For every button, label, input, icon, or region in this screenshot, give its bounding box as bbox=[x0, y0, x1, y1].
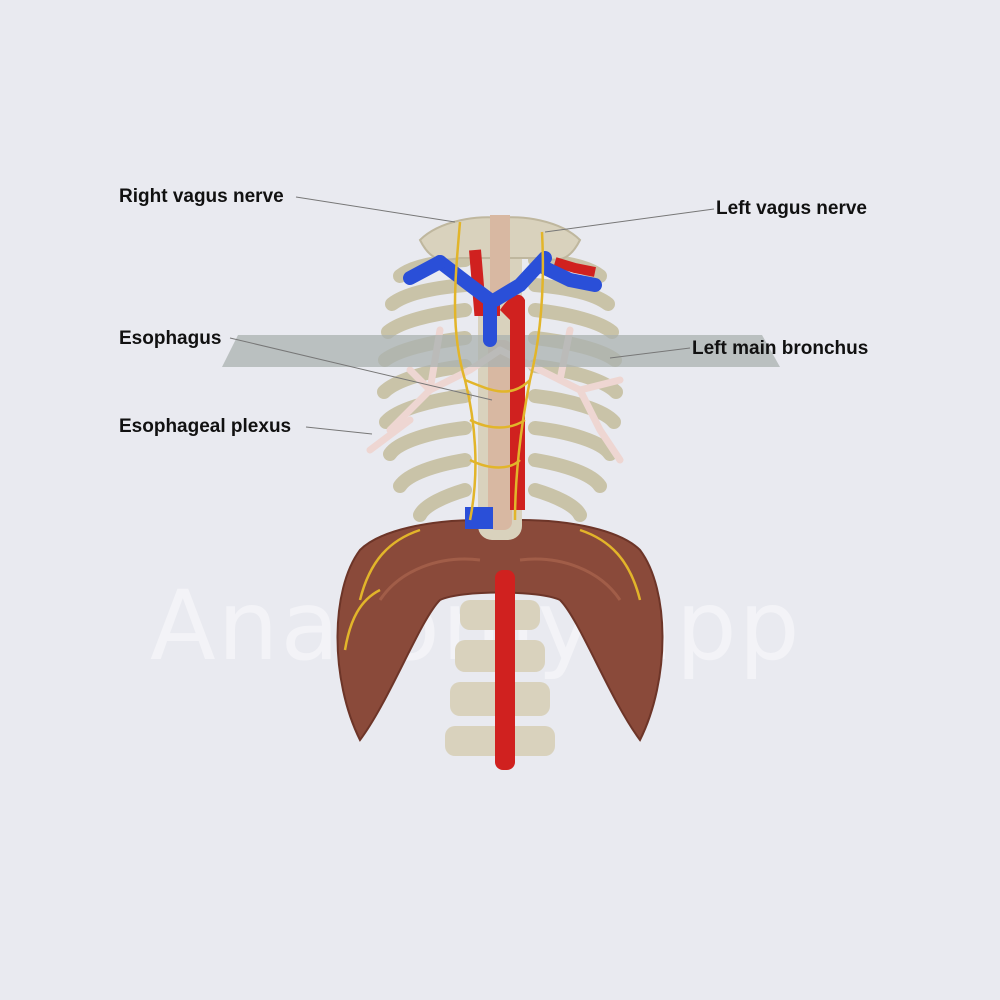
label-left-main-bronchus: Left main bronchus bbox=[692, 338, 869, 359]
leader-lines bbox=[229, 196, 715, 435]
label-esophageal-plexus: Esophageal plexus bbox=[119, 416, 292, 437]
label-left-vagus-nerve: Left vagus nerve bbox=[716, 198, 867, 219]
label-right-vagus-nerve: Right vagus nerve bbox=[119, 186, 284, 207]
trachea bbox=[490, 215, 510, 295]
diaphragm bbox=[336, 519, 664, 742]
transverse-plane bbox=[222, 335, 780, 367]
vagus-nerves bbox=[343, 221, 642, 651]
esophagus-shape bbox=[488, 340, 512, 530]
subclavian-artery bbox=[553, 257, 596, 277]
label-esophagus: Esophagus bbox=[119, 328, 222, 349]
aorta-abdominal bbox=[495, 570, 515, 770]
